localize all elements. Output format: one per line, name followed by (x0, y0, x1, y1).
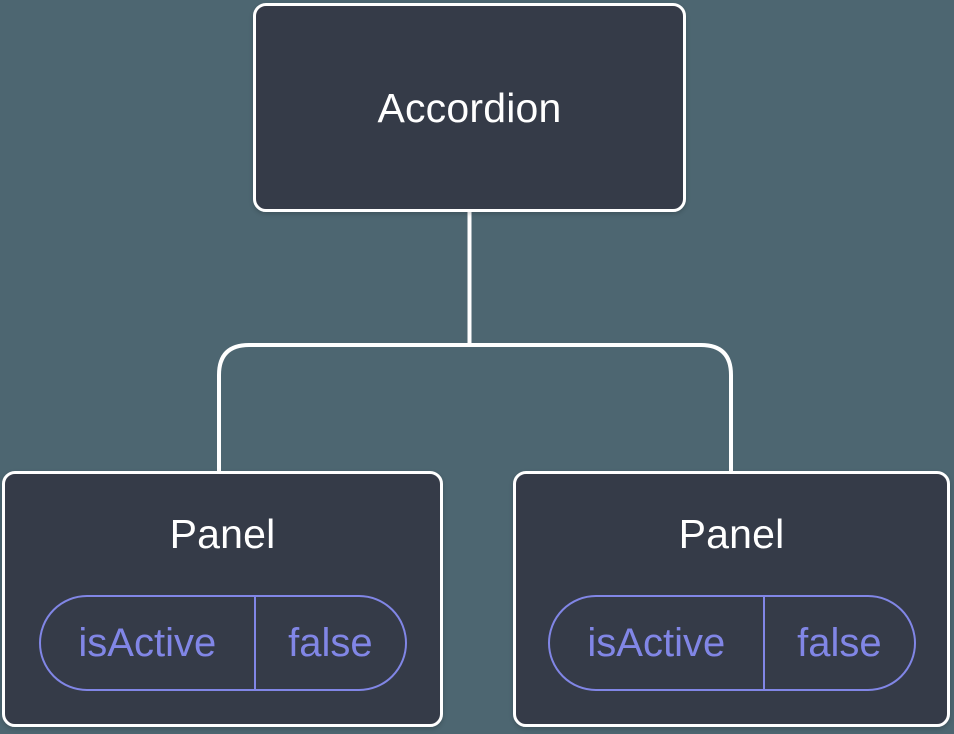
accordion-node: Accordion (253, 3, 686, 212)
panel-node-label: Panel (678, 511, 785, 557)
state-name: isActive (587, 620, 726, 665)
state-name: isActive (78, 620, 217, 665)
state-value: false (254, 597, 404, 689)
panel-node-label: Panel (169, 511, 276, 557)
branch-bracket-line (217, 343, 733, 472)
state-pill: isActive false (38, 595, 407, 691)
state-value: false (763, 597, 913, 689)
state-pill: isActive false (547, 595, 916, 691)
panel-node-left: Panel isActive false (2, 471, 443, 727)
panel-node-right: Panel isActive false (513, 471, 950, 727)
accordion-node-label: Accordion (377, 84, 562, 131)
